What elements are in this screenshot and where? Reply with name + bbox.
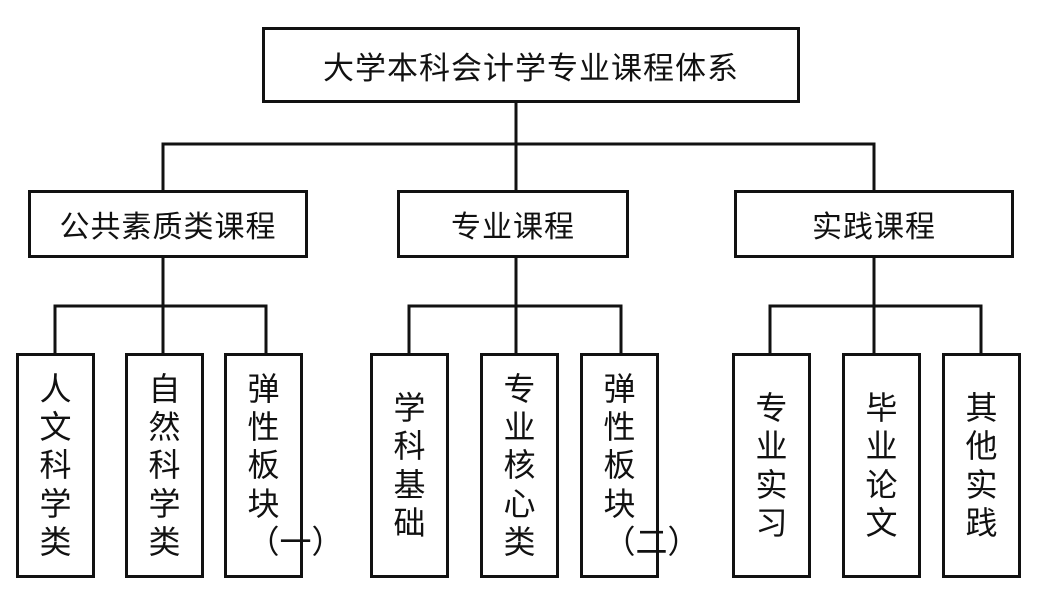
leaf-node-label: 学科基础 <box>393 388 426 542</box>
category-node-professional: 专业课程 <box>397 190 629 258</box>
leaf-node-label: 专业实习 <box>755 388 788 542</box>
leaf-node: 人文科学类 <box>16 353 95 578</box>
leaf-node-label: 弹性板块（二） <box>603 369 700 562</box>
leaf-node: 毕业论文 <box>842 353 921 578</box>
leaf-node: 弹性板块（二） <box>580 353 700 578</box>
root-node: 大学本科会计学专业课程体系 <box>262 27 800 103</box>
leaf-node-label: 弹性板块（一） <box>247 369 344 562</box>
leaf-node-label: 专业核心类 <box>503 369 536 562</box>
leaf-node-label: 人文科学类 <box>39 369 72 562</box>
leaf-node: 自然科学类 <box>125 353 204 578</box>
leaf-node: 专业核心类 <box>480 353 559 578</box>
category-node-practice: 实践课程 <box>734 190 1014 258</box>
root-node-label: 大学本科会计学专业课程体系 <box>323 50 739 87</box>
leaf-node-label: 毕业论文 <box>865 388 898 542</box>
category-node-label: 专业课程 <box>451 210 575 245</box>
leaf-node: 弹性板块（一） <box>224 353 344 578</box>
category-node-label: 实践课程 <box>812 210 936 245</box>
leaf-node: 学科基础 <box>370 353 449 578</box>
leaf-node-label: 自然科学类 <box>148 369 181 562</box>
leaf-node-label: 其他实践 <box>965 388 998 542</box>
leaf-node: 专业实习 <box>732 353 811 578</box>
category-node-label: 公共素质类课程 <box>59 210 277 245</box>
leaf-node: 其他实践 <box>942 353 1021 578</box>
category-node-public-quality: 公共素质类课程 <box>28 190 308 258</box>
